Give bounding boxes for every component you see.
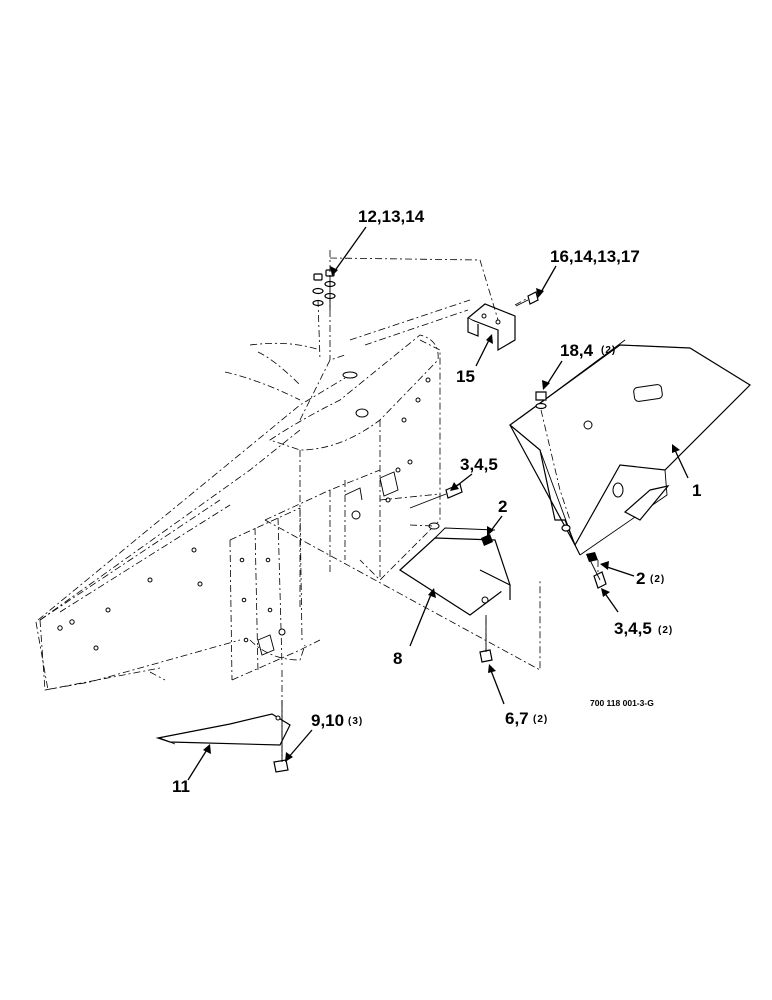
bolt-stack-12-13-14 xyxy=(312,269,336,310)
callout-18-4-qty: (2) xyxy=(601,345,616,356)
callout-16-14-13-17: 16,14,13,17 xyxy=(550,247,640,266)
callout-1: 1 xyxy=(692,481,701,500)
callout-15: 15 xyxy=(456,367,475,386)
nut-2-guard xyxy=(561,524,598,562)
plate-8 xyxy=(399,527,511,616)
callout-12-13-14: 12,13,14 xyxy=(358,207,425,226)
drawing-code: 700 118 001-3-G xyxy=(590,698,654,708)
callout-9-10-qty: (3) xyxy=(348,716,363,727)
callout-6-7-qty: (2) xyxy=(533,714,548,725)
callout-9-10: 9,10 xyxy=(311,711,344,730)
callout-2-guard-qty: (2) xyxy=(650,574,665,585)
assembly-lines xyxy=(264,250,599,760)
callout-2-guard: 2 xyxy=(636,569,645,588)
guard-1 xyxy=(509,339,751,556)
bracket-15 xyxy=(466,303,516,352)
callout-3-4-5-frame: 3,4,5 xyxy=(460,455,498,474)
callout-11: 11 xyxy=(172,777,190,796)
leader-lines xyxy=(187,226,689,781)
shield-11 xyxy=(155,713,291,746)
main-frame xyxy=(35,334,441,691)
callout-labels: 12,13,14 16,14,13,17 15 18,4 (2) 1 3,4,5… xyxy=(172,207,701,796)
callout-3-4-5-guard-qty: (2) xyxy=(658,625,673,636)
callout-18-4: 18,4 xyxy=(560,341,594,360)
bolt-16 xyxy=(515,291,539,307)
callout-6-7: 6,7 xyxy=(505,709,529,728)
bolt-18-4 xyxy=(535,391,547,410)
callout-8: 8 xyxy=(393,649,402,668)
bolt-3-4-5-guard xyxy=(587,555,607,589)
callout-3-4-5-guard: 3,4,5 xyxy=(614,619,652,638)
callout-2-plate: 2 xyxy=(498,497,507,516)
hardware xyxy=(273,269,607,773)
